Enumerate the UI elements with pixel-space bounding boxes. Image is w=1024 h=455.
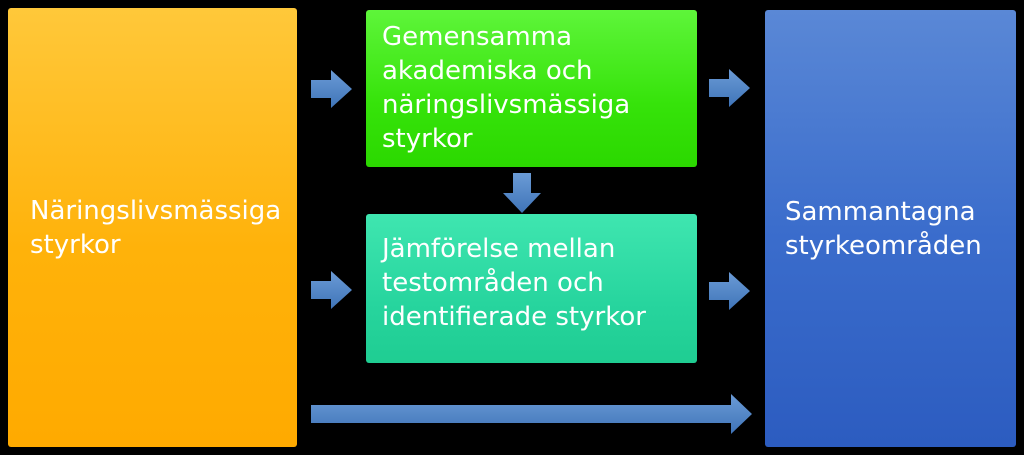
box-label: Jämförelse mellan testområden och identi…: [382, 234, 646, 332]
arrow-right-long-icon: [311, 394, 752, 434]
arrow-down-icon: [503, 173, 541, 213]
arrow-right-icon: [311, 70, 352, 108]
box-naringslivsmassiga-styrkor: Näringslivsmässiga styrkor: [8, 8, 297, 447]
box-gemensamma-styrkor: Gemensamma akademiska och näringslivsmäs…: [366, 10, 697, 167]
box-label: Sammantagna styrkeområden: [785, 196, 982, 261]
arrow-right-icon: [709, 272, 750, 310]
arrow-right-icon: [709, 69, 750, 107]
arrow-right-icon: [311, 271, 352, 309]
box-label: Gemensamma akademiska och näringslivsmäs…: [382, 22, 631, 154]
box-sammantagna-styrkeomraden: Sammantagna styrkeområden: [765, 10, 1016, 447]
box-jamforelse: Jämförelse mellan testområden och identi…: [366, 214, 697, 363]
box-label: Näringslivsmässiga styrkor: [30, 195, 282, 260]
